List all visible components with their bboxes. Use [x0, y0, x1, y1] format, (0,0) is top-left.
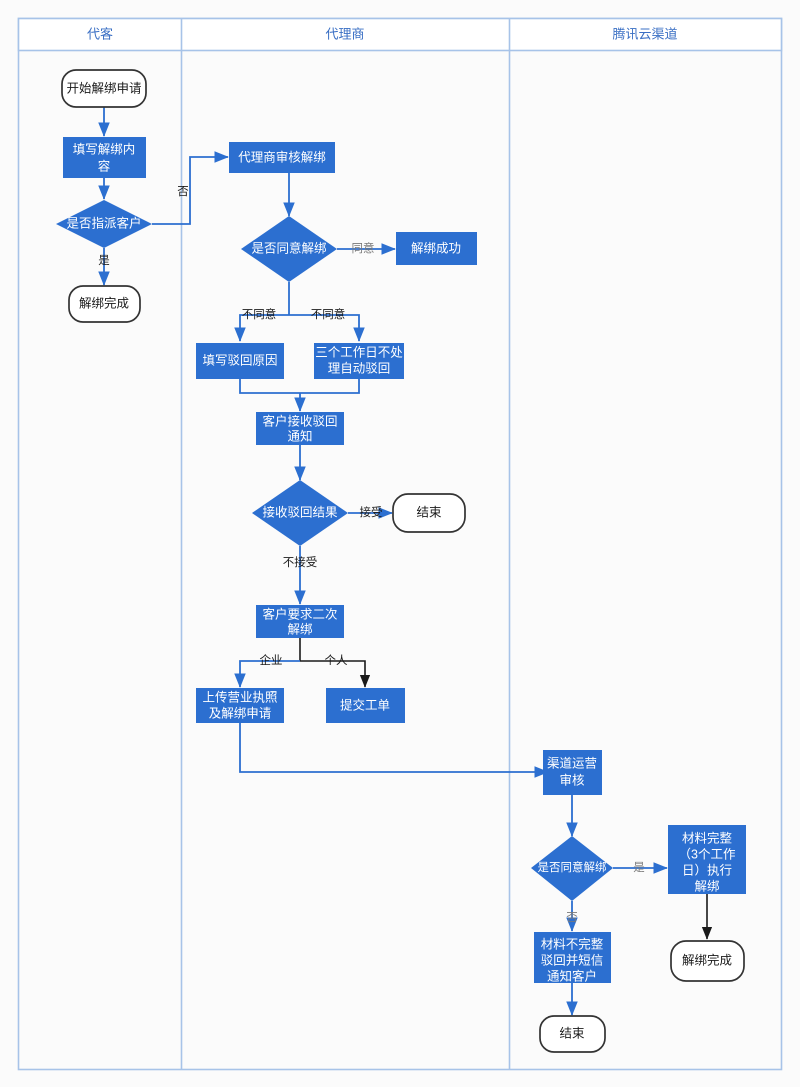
- node-unbind-success[interactable]: 解绑成功: [396, 232, 477, 265]
- node-upload-license-and-application[interactable]: 上传营业执照 及解绑申请: [196, 688, 284, 723]
- lane-frame: [17, 17, 783, 1071]
- node-label-n4: 解绑完成: [79, 295, 129, 310]
- node-label-n9-l2: 理自动驳回: [328, 361, 391, 375]
- node-label-n3: 是否指派客户: [66, 215, 141, 230]
- edge-assign-no-to-agentreview: [152, 151, 229, 225]
- edge-upload-to-channelreview: [239, 723, 549, 778]
- node-label-n21: 结束: [559, 1026, 585, 1040]
- node-fill-unbind-content[interactable]: 填写解绑内 容: [63, 137, 146, 178]
- edge-agree-no-to-reason: [234, 314, 289, 342]
- lane-title-agent: 代理商: [325, 26, 364, 41]
- node-customer-receive-reject-notice[interactable]: 客户接收驳回 通知: [256, 412, 344, 445]
- lane-header-agent: 代理商: [325, 26, 364, 41]
- node-label-n19-l3: 通知客户: [547, 968, 597, 983]
- node-label-n11: 接收驳回结果: [262, 504, 338, 519]
- node-label-n16-l2: 审核: [559, 772, 585, 787]
- node-decision-agent-agree[interactable]: 是否同意解绑: [241, 216, 337, 282]
- node-label-n9-l1: 三个工作日不处: [315, 345, 403, 359]
- edge-label-fou: 否: [177, 186, 189, 198]
- edge-reason-merge: [239, 379, 300, 394]
- node-label-n18-l1: 材料完整: [682, 830, 733, 845]
- node-label-n8: 填写驳回原因: [202, 353, 277, 367]
- node-label-n10-l1: 客户接收驳回: [262, 413, 337, 428]
- edge-label-group: 否 是 同意 不同意 不同意 接受 不接受 企业 个人 是 否: [98, 186, 645, 924]
- node-label-n13-l1: 客户要求二次: [262, 606, 337, 621]
- lane-header-customer: 代客: [87, 26, 113, 41]
- edge-label-qiye: 企业: [260, 653, 283, 667]
- lane-title-customer: 代客: [87, 26, 113, 41]
- node-end-agent[interactable]: 结束: [392, 493, 466, 533]
- node-start-unbind-request[interactable]: 开始解绑申请: [61, 69, 147, 108]
- edge-label-shi2: 是: [633, 861, 645, 874]
- node-label-n19-l2: 驳回并短信: [541, 953, 604, 967]
- node-label-n20: 解绑完成: [682, 952, 732, 967]
- edge-secondreq-enterprise: [234, 660, 300, 688]
- node-label-n13-l2: 解绑: [287, 622, 312, 636]
- edge-label-butongyi-1: 不同意: [242, 307, 277, 321]
- node-label-n6: 是否同意解绑: [251, 240, 326, 255]
- edge-label-shi: 是: [98, 254, 110, 267]
- edge-secondreq-personal: [300, 660, 371, 688]
- node-label-n12: 结束: [416, 505, 442, 519]
- node-label-n16-l1: 渠道运营: [547, 756, 597, 770]
- edge-autoreject-merge: [300, 379, 360, 394]
- node-label-n5: 代理商审核解绑: [238, 149, 326, 164]
- node-label-n14-l1: 上传营业执照: [202, 689, 277, 704]
- node-label-n7: 解绑成功: [411, 241, 461, 255]
- lane-header-tencent: 腾讯云渠道: [612, 26, 677, 41]
- node-label-n10-l2: 通知: [287, 429, 312, 443]
- node-unbind-complete-customer[interactable]: 解绑完成: [68, 285, 141, 323]
- lane-title-tencent: 腾讯云渠道: [612, 26, 677, 41]
- edge-label-butongyi-2: 不同意: [311, 307, 346, 321]
- node-label-n14-l2: 及解绑申请: [209, 706, 272, 720]
- node-end-tencent[interactable]: 结束: [539, 1015, 606, 1053]
- edge-label-fou2: 否: [566, 912, 578, 924]
- node-label-n15: 提交工单: [340, 697, 390, 712]
- node-material-incomplete-reject-sms[interactable]: 材料不完整 驳回并短信 通知客户: [534, 932, 611, 983]
- node-decision-assign-customer[interactable]: 是否指派客户: [56, 200, 152, 248]
- node-agent-review-unbind[interactable]: 代理商审核解绑: [229, 142, 335, 173]
- node-label-n2-l2: 容: [98, 158, 111, 173]
- edge-label-jieshou: 接受: [360, 506, 383, 519]
- node-material-complete-execute-unbind[interactable]: 材料完整 （3个工作 日）执行 解绑: [668, 825, 746, 894]
- node-label-n2-l1: 填写解绑内: [73, 142, 136, 156]
- node-channel-operation-review[interactable]: 渠道运营 审核: [543, 750, 602, 795]
- edge-label-bujieshou: 不接受: [283, 556, 318, 569]
- node-auto-reject-3days[interactable]: 三个工作日不处 理自动驳回: [314, 343, 404, 379]
- node-label-n18-l4: 解绑: [694, 879, 719, 893]
- node-label-n17: 是否同意解绑: [538, 860, 607, 874]
- node-label-n18-l2: （3个工作: [679, 847, 736, 861]
- node-unbind-complete-tencent[interactable]: 解绑完成: [670, 940, 745, 982]
- node-decision-receive-reject-result[interactable]: 接收驳回结果: [252, 480, 348, 546]
- node-customer-second-unbind-request[interactable]: 客户要求二次 解绑: [256, 605, 344, 638]
- node-label-n1: 开始解绑申请: [66, 81, 141, 95]
- edge-label-geren: 个人: [325, 654, 348, 667]
- node-fill-reject-reason[interactable]: 填写驳回原因: [196, 343, 284, 379]
- node-submit-ticket[interactable]: 提交工单: [326, 688, 405, 723]
- node-label-n19-l1: 材料不完整: [541, 936, 604, 951]
- edge-agree-no-to-autoreject: [289, 314, 365, 342]
- node-decision-channel-agree[interactable]: 是否同意解绑: [531, 836, 613, 901]
- edge-label-tongyi: 同意: [352, 241, 375, 255]
- node-label-n18-l3: 日）执行: [682, 863, 732, 877]
